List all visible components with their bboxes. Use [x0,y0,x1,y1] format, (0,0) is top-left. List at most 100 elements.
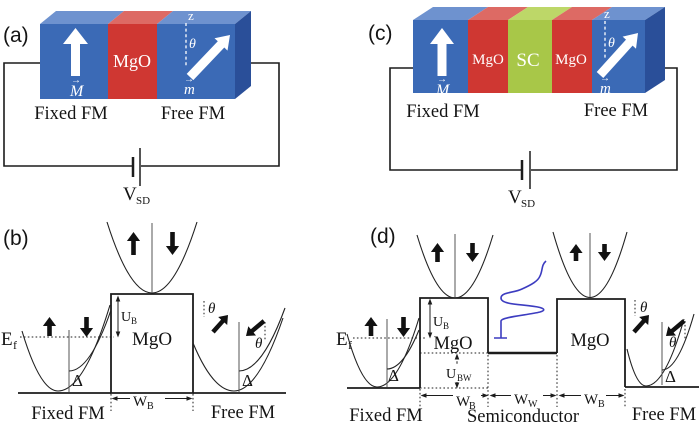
caption-free-fm: Free FM [161,104,225,124]
wb-label: W [584,392,599,408]
panel-d-label: (d) [370,225,396,248]
free-fm-side-face [235,11,251,99]
band-parabola-minority [68,309,112,372]
z-axis-label: z [188,8,194,23]
spin-tilted-down-arrow-icon [246,319,266,336]
band-parabola [192,317,284,392]
magnetization-tilted-arrow-icon [186,35,230,81]
z-axis-label: z [604,6,610,21]
ubw-subscript: BW [457,373,472,383]
fermi-label: E [336,329,348,350]
fermi-subscript: f [13,338,17,352]
free-fm-layer [157,24,235,99]
m-free-label: m [600,81,611,97]
mgo-label: MgO [570,331,609,351]
mgo-layer [108,24,157,99]
spin-tilted-up-arrow-icon [211,315,228,334]
arrowhead-left-icon [558,393,565,398]
band-parabola-minority [661,313,695,371]
arrowhead-left-icon [111,396,118,401]
caption-fixed-fm: Fixed FM [31,404,105,424]
mgo-label: MgO [472,52,504,68]
m-vector-overbar: → [71,75,81,86]
circuit-wire [3,62,280,167]
magnetization-tilted-arrow-icon [596,33,638,78]
arrowhead-down-icon [115,331,121,338]
mgo-label: MgO [113,51,151,71]
fermi-label: E [1,329,13,350]
ub-label: U [121,310,131,325]
band-parabola-minority [386,329,420,370]
ww-subscript: W [528,399,538,410]
mgo-top-face [108,11,173,24]
mgo-label: MgO [433,334,472,354]
free-fm-side-face [645,7,665,93]
fermi-subscript: f [348,338,352,352]
vsd-label: V [508,187,522,208]
arrowhead-right-icon [482,393,489,398]
panel-c-label: (c) [368,22,393,45]
spin-up-arrow-icon [364,317,378,336]
arrowhead-right-icon [550,393,557,398]
delta-label: Δ [388,366,399,385]
mgo-label: MgO [555,52,587,68]
caption-free-fm: Free FM [211,403,275,423]
wb-subscript: B [147,401,154,412]
spin-up-arrow-icon [126,232,141,255]
sc-layer [508,20,552,93]
mgo-barrier-rect [110,293,194,394]
mgo-label: MgO [132,329,172,350]
panel-d: (d) Δ E f U B [336,225,699,425]
spin-down-arrow-icon [465,243,480,262]
wb-label: W [133,394,148,410]
arrowhead-up-icon [115,295,121,302]
spin-tilted-up-arrow-icon [632,315,649,334]
magnetization-up-arrow-icon [430,28,454,76]
arrowhead-left-icon [489,393,496,398]
spin-tilted-down-arrow-icon [666,319,686,336]
free-fm-top-face [592,7,665,20]
caption-fixed-fm: Fixed FM [34,104,108,124]
caption-free-fm: Free FM [584,101,648,121]
theta-label: θ [669,335,677,351]
resonance-curve [494,260,547,339]
delta-label: Δ [665,367,676,386]
mgo-layer [468,20,508,93]
m-fixed-label: M [69,83,85,100]
mgo-layer [552,20,592,93]
band-parabola [21,304,111,392]
arrowhead-down-icon [454,382,460,389]
vsd-subscript: SD [136,195,150,207]
caption-semiconductor: Semiconductor [467,407,579,425]
theta-label: θ [208,301,216,317]
sc-label: SC [516,50,539,71]
band-parabola [416,234,494,299]
spin-down-arrow-icon [79,317,94,337]
delta-label: Δ [242,371,253,390]
band-parabola [552,231,628,298]
m-vector-overbar: → [184,74,194,85]
spin-down-arrow-icon [597,244,612,261]
circuit-wire [389,67,678,171]
m-free-label: m [184,82,195,98]
panel-c: (c) V SD → M MgO SC MgO z θ → m Fixed FM… [368,6,678,210]
wb-label: W [456,394,471,410]
vsd-label: V [123,184,137,205]
ww-label: W [514,392,529,408]
arrowhead-up-icon [427,298,433,305]
arrowhead-right-icon [618,393,625,398]
spin-up-arrow-icon [42,317,57,336]
caption-free-fm: Free FM [632,405,696,425]
ub-label: U [433,315,443,330]
caption-fixed-fm: Fixed FM [349,406,423,425]
m-vector-overbar: → [437,74,447,85]
spin-down-arrow-icon [165,232,180,255]
theta-label: θ [608,36,615,51]
magnetization-up-arrow-icon [63,28,88,76]
panel-b-label: (b) [3,227,29,250]
m-vector-overbar: → [600,73,610,84]
band-parabola-minority [238,307,286,372]
arrowhead-down-icon [427,332,433,339]
theta-label: θ [640,300,648,316]
